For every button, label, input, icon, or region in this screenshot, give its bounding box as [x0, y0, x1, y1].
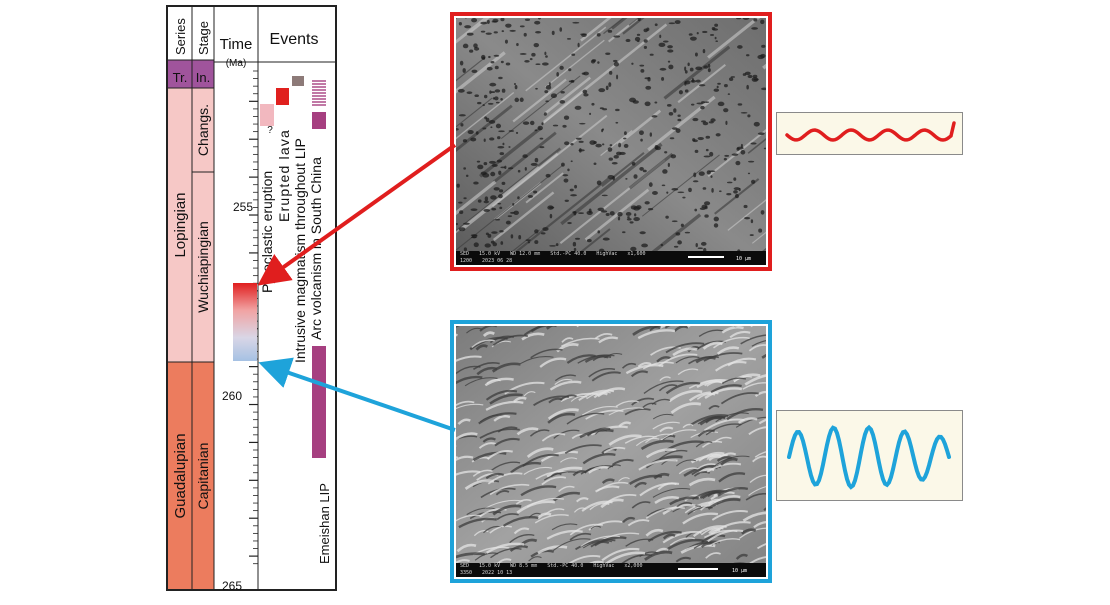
sem-blue-scale-label: 10 μm — [732, 568, 747, 574]
event-bar-intrusive — [292, 76, 304, 86]
stage-label-capitanian: Capitanian — [195, 443, 211, 510]
sem-red-scale-label: 10 μm — [736, 256, 751, 262]
event-bar-arc-volcanism-hatched — [312, 80, 326, 107]
sem-red-texture — [456, 18, 766, 265]
tick-label-265: 265 — [222, 579, 242, 593]
arrow-blue — [266, 365, 455, 430]
sem-red-scale-bar — [688, 256, 724, 258]
event-question-mark: ? — [267, 125, 273, 136]
stage-label-wuchiapingian: Wuchiapingian — [195, 221, 211, 313]
event-bar-pyroclastic — [260, 104, 274, 126]
event-bar-emeishan — [312, 346, 326, 458]
header-time: Time — [220, 36, 253, 53]
series-label-guadalupian: Guadalupian — [172, 433, 189, 518]
event-label-erupted-lava: Erupted lava — [276, 129, 292, 222]
wave-low-amplitude — [777, 113, 962, 154]
sem-blue-scale-bar — [678, 568, 718, 570]
series-label-lopingian: Lopingian — [172, 192, 189, 257]
event-bar-arc-volcanism — [312, 112, 326, 129]
header-stage: Stage — [196, 21, 211, 55]
age-range-gradient-bar — [233, 283, 257, 361]
event-label-emeishan: Emeishan LIP — [317, 483, 332, 564]
series-label-triassic: Tr. — [173, 70, 188, 85]
wave-high-amplitude — [777, 411, 962, 500]
stage-label-induan: In. — [196, 70, 210, 85]
wave-box-red — [776, 112, 963, 155]
wave-box-blue — [776, 410, 963, 501]
tick-label-260: 260 — [222, 389, 242, 403]
header-events: Events — [270, 31, 319, 48]
header-series: Series — [173, 18, 188, 55]
sem-blue-texture — [456, 326, 766, 577]
tick-label-255: 255 — [233, 200, 253, 214]
header-time-unit: (Ma) — [226, 58, 247, 69]
stage-label-changhsingian: Changs. — [195, 104, 211, 156]
timescale-panel: Series Stage Time (Ma) Events Tr. Loping… — [167, 6, 336, 593]
event-bar-erupted-lava — [276, 88, 289, 105]
